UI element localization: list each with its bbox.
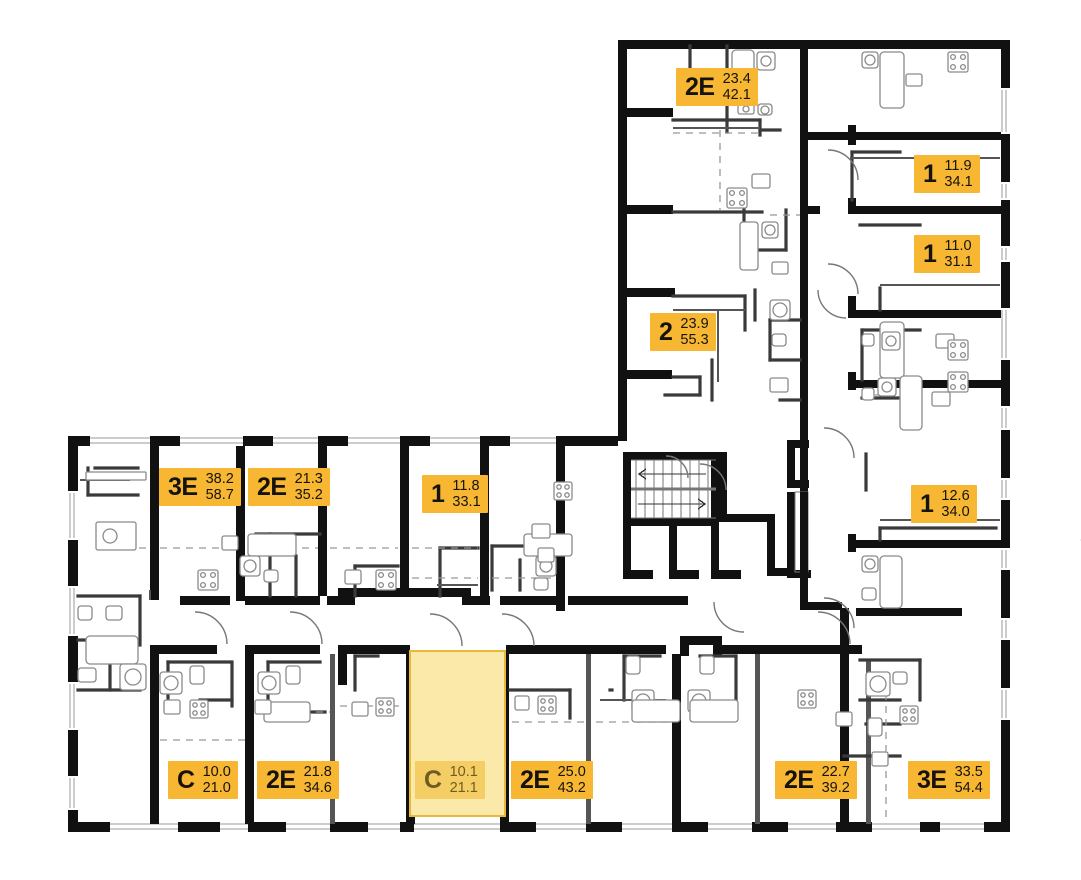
unit-rooms: 3Е xyxy=(168,472,198,501)
stair-arrows xyxy=(637,468,707,510)
unit-total-area: 55.3 xyxy=(680,332,709,348)
unit-rooms: 1 xyxy=(431,479,445,508)
door-swings xyxy=(194,149,859,647)
unit-rooms: 1 xyxy=(923,239,937,268)
unit-living-area: 10.1 xyxy=(449,763,478,780)
unit-rooms: 2Е xyxy=(266,765,296,794)
unit-rooms: 2Е xyxy=(257,472,287,501)
unit-living-area: 11.9 xyxy=(944,157,972,174)
unit-living-area: 23.4 xyxy=(722,70,751,87)
unit-total-area: 58.7 xyxy=(205,487,234,503)
unit-total-area: 34.0 xyxy=(941,504,970,520)
unit-living-area: 21.3 xyxy=(294,470,323,487)
unit-rooms: 1 xyxy=(923,159,937,188)
unit-total-area: 39.2 xyxy=(821,780,850,796)
unit-living-area: 23.9 xyxy=(680,315,709,332)
unit-living-area: 11.8 xyxy=(452,477,480,494)
unit-living-area: 11.0 xyxy=(944,237,972,254)
unit-rooms: 2Е xyxy=(784,765,814,794)
unit-total-area: 31.1 xyxy=(944,254,973,270)
unit-total-area: 33.1 xyxy=(452,494,481,510)
unit-total-area: 34.1 xyxy=(944,174,973,190)
unit-total-area: 42.1 xyxy=(722,87,751,103)
unit-total-area: 21.1 xyxy=(449,780,478,796)
unit-living-area: 38.2 xyxy=(205,470,234,487)
unit-total-area: 21.0 xyxy=(202,780,231,796)
unit-living-area: 22.7 xyxy=(821,763,850,780)
unit-living-area: 12.6 xyxy=(941,487,970,504)
unit-living-area: 21.8 xyxy=(303,763,332,780)
unit-rooms: 2 xyxy=(659,317,673,346)
unit-total-area: 54.4 xyxy=(954,780,983,796)
unit-living-area: 10.0 xyxy=(202,763,231,780)
unit-living-area: 25.0 xyxy=(557,763,586,780)
unit-rooms: С xyxy=(177,765,195,794)
unit-total-area: 35.2 xyxy=(294,487,323,503)
unit-living-area: 33.5 xyxy=(954,763,983,780)
unit-rooms: С xyxy=(424,765,442,794)
fixtures xyxy=(77,49,969,767)
unit-rooms: 1 xyxy=(920,489,934,518)
unit-rooms: 2Е xyxy=(685,72,715,101)
unit-total-area: 43.2 xyxy=(557,780,586,796)
unit-rooms: 2Е xyxy=(520,765,550,794)
unit-rooms: 3Е xyxy=(917,765,947,794)
unit-total-area: 34.6 xyxy=(303,780,332,796)
